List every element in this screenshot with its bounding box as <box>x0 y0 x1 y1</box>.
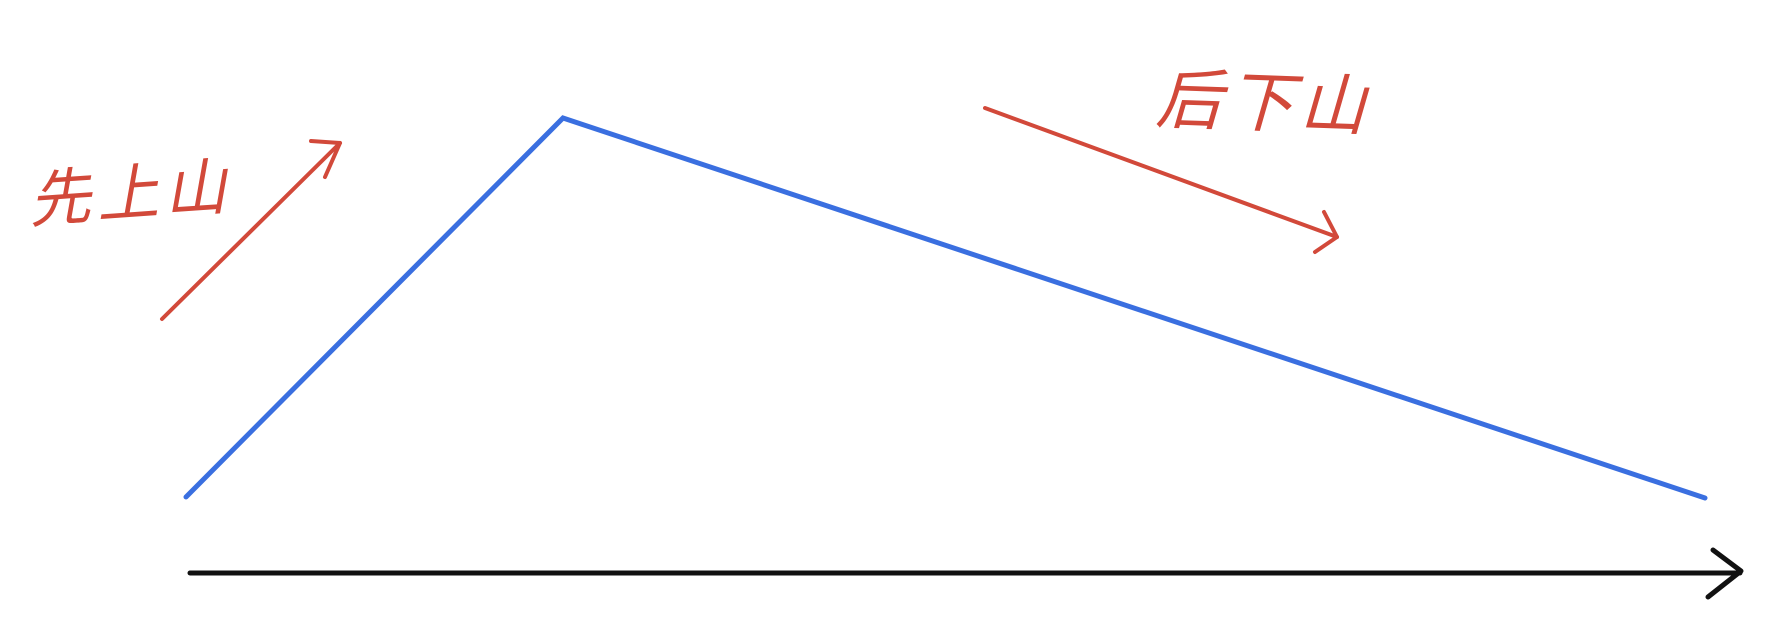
downhill-arrowhead <box>1313 210 1339 254</box>
horizontal-axis <box>187 547 1744 600</box>
downhill-arrow <box>983 106 1339 254</box>
mountain-profile-line <box>183 115 1708 501</box>
uphill-arrow-shaft <box>160 141 342 321</box>
downhill-label: 后下山 <box>1154 61 1373 145</box>
axis-arrowhead <box>1705 547 1744 600</box>
uphill-arrow <box>160 139 342 321</box>
uphill-arrowhead <box>309 139 342 179</box>
uphill-label: 先上山 <box>26 150 235 237</box>
downhill-arrow-shaft <box>983 106 1339 239</box>
